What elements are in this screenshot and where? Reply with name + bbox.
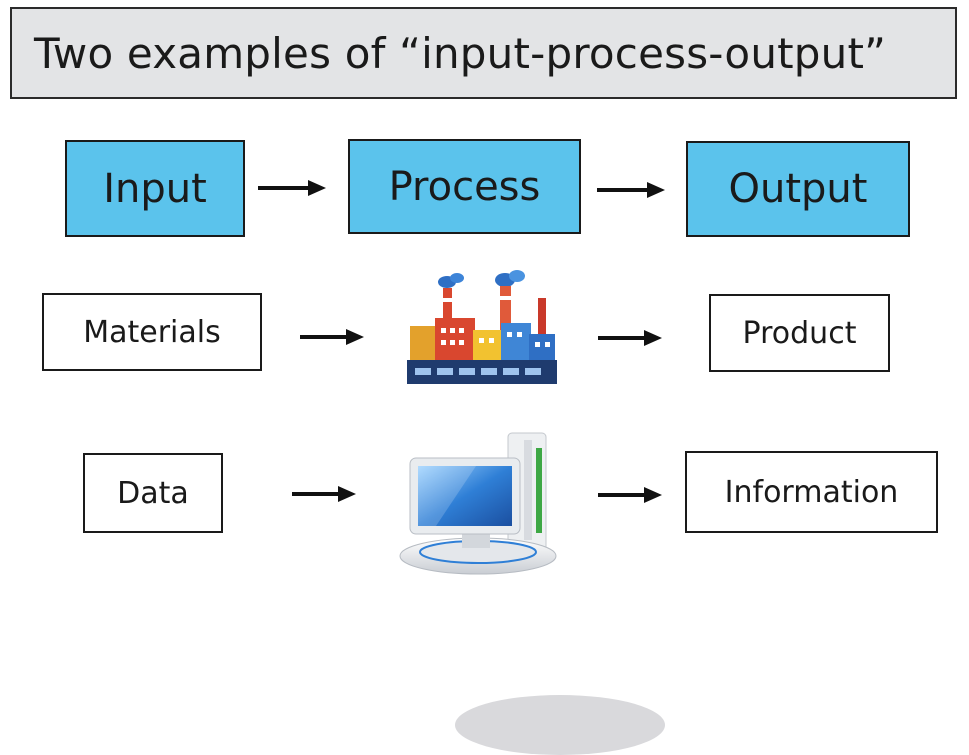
product-box: Product [709, 294, 890, 372]
factory-icon [407, 270, 557, 384]
input-header-box: Input [65, 140, 245, 237]
data-box: Data [83, 453, 223, 533]
slide-title: Two examples of “input-process-output” [10, 7, 957, 99]
arrow-icon [598, 330, 662, 346]
materials-box: Materials [42, 293, 262, 371]
information-box: Information [685, 451, 938, 533]
arrow-icon [598, 487, 662, 503]
arrow-icon [292, 486, 356, 502]
arrow-icon [597, 182, 665, 198]
computer-icon [399, 432, 557, 575]
output-header-box: Output [686, 141, 910, 237]
decorative-arc [455, 695, 665, 755]
arrow-icon [300, 329, 364, 345]
process-header-box: Process [348, 139, 581, 234]
arrow-icon [258, 180, 326, 196]
